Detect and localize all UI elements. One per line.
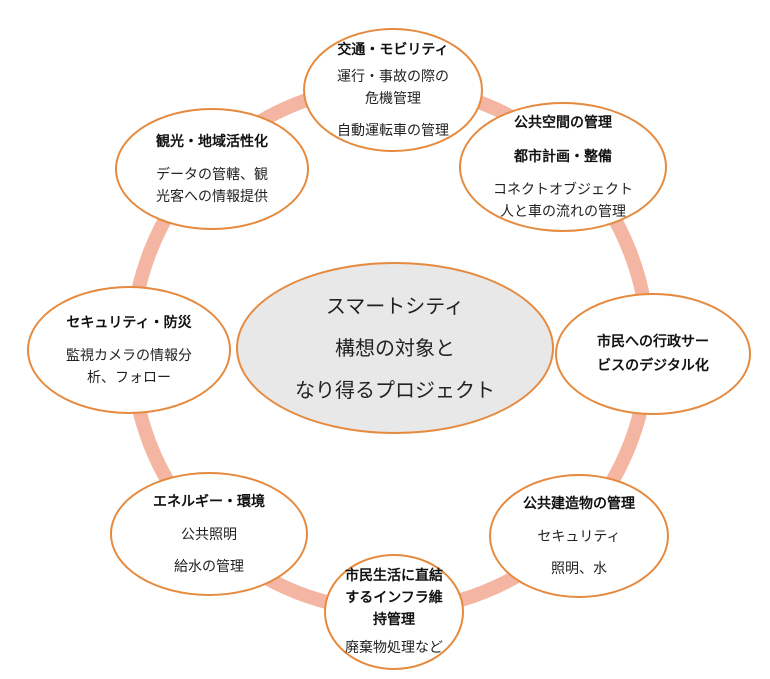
center-line-1: スマートシティ bbox=[325, 294, 465, 318]
node-security-disaster: セキュリティ・防災 監視カメラの情報分 析、フォロー bbox=[27, 286, 231, 414]
node-title: セキュリティ・防災 bbox=[66, 315, 192, 331]
node-public-space: 公共空間の管理 都市計画・整備 コネクトオブジェクト 人と車の流れの管理 bbox=[459, 102, 667, 232]
node-desc: 析、フォロー bbox=[87, 370, 171, 386]
node-title: ビスのデジタル化 bbox=[597, 358, 709, 374]
node-title: 都市計画・整備 bbox=[514, 149, 612, 165]
center-line-2: 構想の対象と bbox=[335, 336, 455, 360]
node-title: 公共建造物の管理 bbox=[523, 496, 635, 512]
node-title: 交通・モビリティ bbox=[337, 42, 449, 58]
center-topic: スマートシティ 構想の対象と なり得るプロジェクト bbox=[236, 262, 554, 434]
node-title: 持管理 bbox=[373, 612, 415, 628]
node-desc: データの管轄、観 bbox=[156, 167, 268, 183]
node-digital-services: 市民への行政サー ビスのデジタル化 bbox=[555, 293, 751, 415]
node-tourism-regional: 観光・地域活性化 データの管轄、観 光客への情報提供 bbox=[115, 108, 309, 230]
node-desc: 人と車の流れの管理 bbox=[500, 204, 626, 220]
center-line-3: なり得るプロジェクト bbox=[295, 378, 495, 402]
node-energy-environment: エネルギー・環境 公共照明 給水の管理 bbox=[110, 472, 308, 596]
node-title: 公共空間の管理 bbox=[514, 115, 612, 131]
node-desc: 自動運転車の管理 bbox=[337, 123, 449, 139]
node-desc: セキュリティ bbox=[537, 529, 621, 545]
node-desc: 危機管理 bbox=[365, 91, 421, 107]
node-desc: 公共照明 bbox=[181, 527, 237, 543]
node-desc: 給水の管理 bbox=[174, 559, 244, 575]
node-title: 観光・地域活性化 bbox=[156, 134, 268, 150]
node-title: 市民生活に直結 bbox=[345, 568, 443, 584]
node-public-building: 公共建造物の管理 セキュリティ 照明、水 bbox=[489, 474, 669, 598]
node-title: 市民への行政サー bbox=[597, 334, 709, 350]
node-desc: 運行・事故の際の bbox=[337, 69, 449, 85]
node-desc: 監視カメラの情報分 bbox=[66, 348, 192, 364]
node-title: エネルギー・環境 bbox=[153, 494, 265, 510]
node-desc: 光客への情報提供 bbox=[156, 189, 268, 205]
node-transport-mobility: 交通・モビリティ 運行・事故の際の 危機管理 自動運転車の管理 bbox=[303, 28, 483, 152]
node-infrastructure: 市民生活に直結 するインフラ維 持管理 廃棄物処理など bbox=[324, 554, 464, 670]
node-desc: コネクトオブジェクト bbox=[493, 182, 633, 198]
node-desc: 照明、水 bbox=[551, 561, 607, 577]
node-desc: 廃棄物処理など bbox=[345, 640, 443, 656]
node-title: するインフラ維 bbox=[345, 590, 443, 606]
